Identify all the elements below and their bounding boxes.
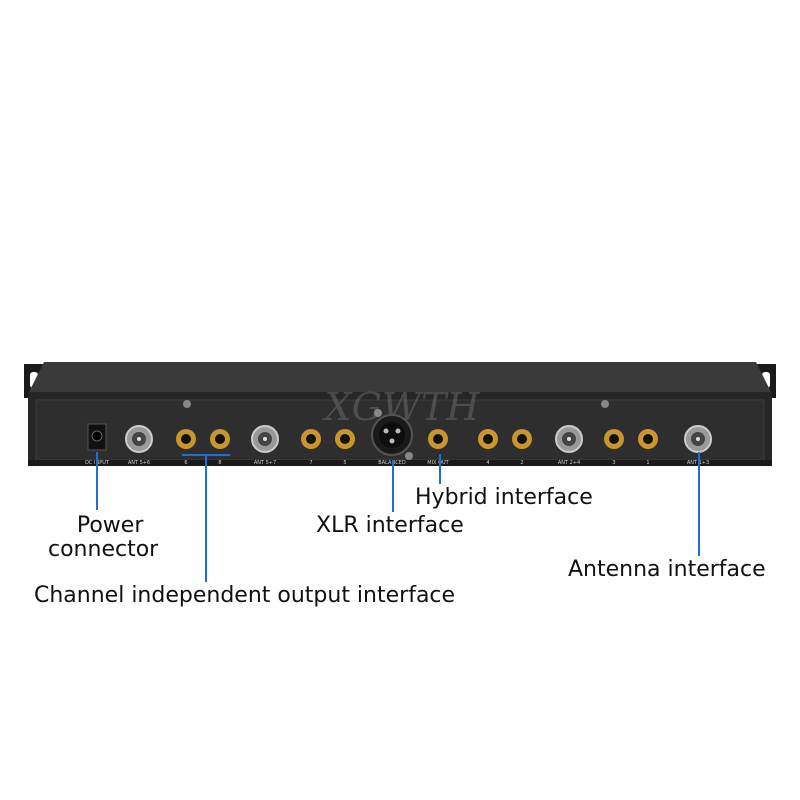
mix-out-jack — [428, 429, 448, 449]
power-label-line1: Power — [76, 513, 144, 538]
jack-1 — [638, 429, 658, 449]
jack-2 — [512, 429, 532, 449]
antenna-connector-left — [125, 425, 153, 453]
jack-8 — [210, 429, 230, 449]
jack-c-marking: 7 — [309, 460, 312, 466]
xlr-interface-label: XLR interface — [316, 513, 464, 538]
ant-mid-right-marking: ANT 2+4 — [558, 460, 580, 466]
mix-out-marking: MIX OUT — [427, 460, 449, 466]
screw-icon — [405, 452, 413, 460]
chassis-bottom — [28, 460, 772, 466]
screw-icon — [374, 409, 382, 417]
screw-icon — [183, 400, 191, 408]
jack-d-marking: 5 — [343, 460, 346, 466]
jack-b-marking: 8 — [218, 460, 221, 466]
antenna-connector-mid-left — [251, 425, 279, 453]
antenna-connector-mid-right — [555, 425, 583, 453]
hybrid-leader-line — [439, 454, 441, 484]
xlr-leader-line — [392, 460, 394, 512]
ant-mid-left-marking: ANT 5+7 — [254, 460, 276, 466]
rack-receiver-back-panel: XGWTH DC INPUT ANT 5+6 6 8 ANT 5+7 7 5 B… — [24, 362, 776, 466]
jack-5 — [335, 429, 355, 449]
screw-icon — [601, 400, 609, 408]
jack-6 — [176, 429, 196, 449]
power-label-line2: connector — [48, 537, 159, 562]
chassis-top — [28, 362, 772, 394]
jack-h-marking: 1 — [646, 460, 649, 466]
xlr-connector — [371, 414, 413, 456]
jack-f-marking: 2 — [520, 460, 523, 466]
jack-7 — [301, 429, 321, 449]
jack-4 — [478, 429, 498, 449]
ant-left-marking: ANT 5+6 — [128, 460, 150, 466]
antenna-connector-right — [684, 425, 712, 453]
jack-a-marking: 6 — [184, 460, 187, 466]
hybrid-interface-label: Hybrid interface — [415, 485, 593, 510]
jack-3 — [604, 429, 624, 449]
channel-leader-line — [205, 454, 207, 582]
antenna-interface-label: Antenna interface — [568, 557, 766, 582]
channel-output-label: Channel independent output interface — [34, 583, 456, 608]
power-connector-label: Power connector — [48, 514, 158, 562]
power-leader-line — [96, 452, 98, 510]
antenna-leader-line — [698, 452, 700, 556]
jack-e-marking: 4 — [486, 460, 489, 466]
dc-jack-icon — [91, 430, 103, 442]
jack-g-marking: 3 — [612, 460, 615, 466]
